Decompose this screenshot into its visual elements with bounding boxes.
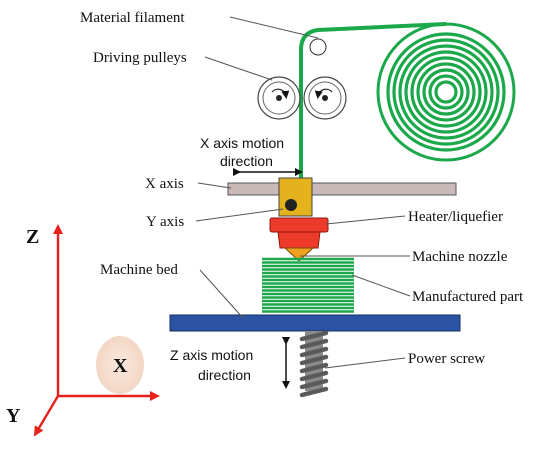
driving-pulleys xyxy=(257,76,347,120)
screw-thread xyxy=(299,370,329,382)
idler-wheel xyxy=(309,38,327,56)
label-y-axis: Y axis xyxy=(146,214,184,230)
x-axis-circle xyxy=(96,336,144,394)
screw-thread xyxy=(299,362,329,374)
axis-label-z: Z xyxy=(26,226,39,248)
spool-ring xyxy=(434,80,458,104)
screw-thread xyxy=(299,330,329,342)
x-axis-rail xyxy=(227,182,457,196)
spool-rings xyxy=(386,32,506,152)
heater-liquefier xyxy=(269,217,329,249)
power-screw xyxy=(299,330,329,398)
label-manufactured-part: Manufactured part xyxy=(412,289,524,305)
manufactured-part xyxy=(262,257,354,313)
label-x-axis: X axis xyxy=(145,176,184,192)
spool-ring xyxy=(422,68,470,116)
label-nozzle: Machine nozzle xyxy=(412,249,508,265)
label-power-screw: Power screw xyxy=(408,351,485,367)
spool-ring xyxy=(416,62,476,122)
label-driving-pulleys: Driving pulleys xyxy=(93,50,187,66)
filament-spool xyxy=(376,22,516,162)
label-machine-bed: Machine bed xyxy=(100,262,178,278)
spool-ring xyxy=(398,44,494,140)
coordinate-axes xyxy=(33,224,160,437)
screw-thread xyxy=(299,378,329,390)
axis-label-x: X xyxy=(113,355,128,377)
machine-nozzle xyxy=(283,247,315,262)
label-z-motion-1: Z axis motion xyxy=(170,347,253,363)
label-x-motion-2: direction xyxy=(220,153,273,169)
axis-label-y: Y xyxy=(6,405,21,427)
screw-thread xyxy=(299,354,329,366)
print-head-carriage xyxy=(278,177,313,217)
label-heater: Heater/liquefier xyxy=(408,209,503,225)
screw-thread xyxy=(299,386,329,398)
label-x-motion-1: X axis motion xyxy=(200,135,284,151)
spool-ring xyxy=(410,56,482,128)
screw-thread xyxy=(299,338,329,350)
screw-thread xyxy=(299,346,329,358)
machine-bed xyxy=(169,314,461,332)
spool-ring xyxy=(392,38,500,146)
spool-ring xyxy=(386,32,506,152)
leader-lines xyxy=(195,16,411,369)
label-z-motion-2: direction xyxy=(198,367,251,383)
spool-ring xyxy=(428,74,464,110)
label-material-filament: Material filament xyxy=(80,10,185,26)
spool-ring xyxy=(404,50,488,134)
